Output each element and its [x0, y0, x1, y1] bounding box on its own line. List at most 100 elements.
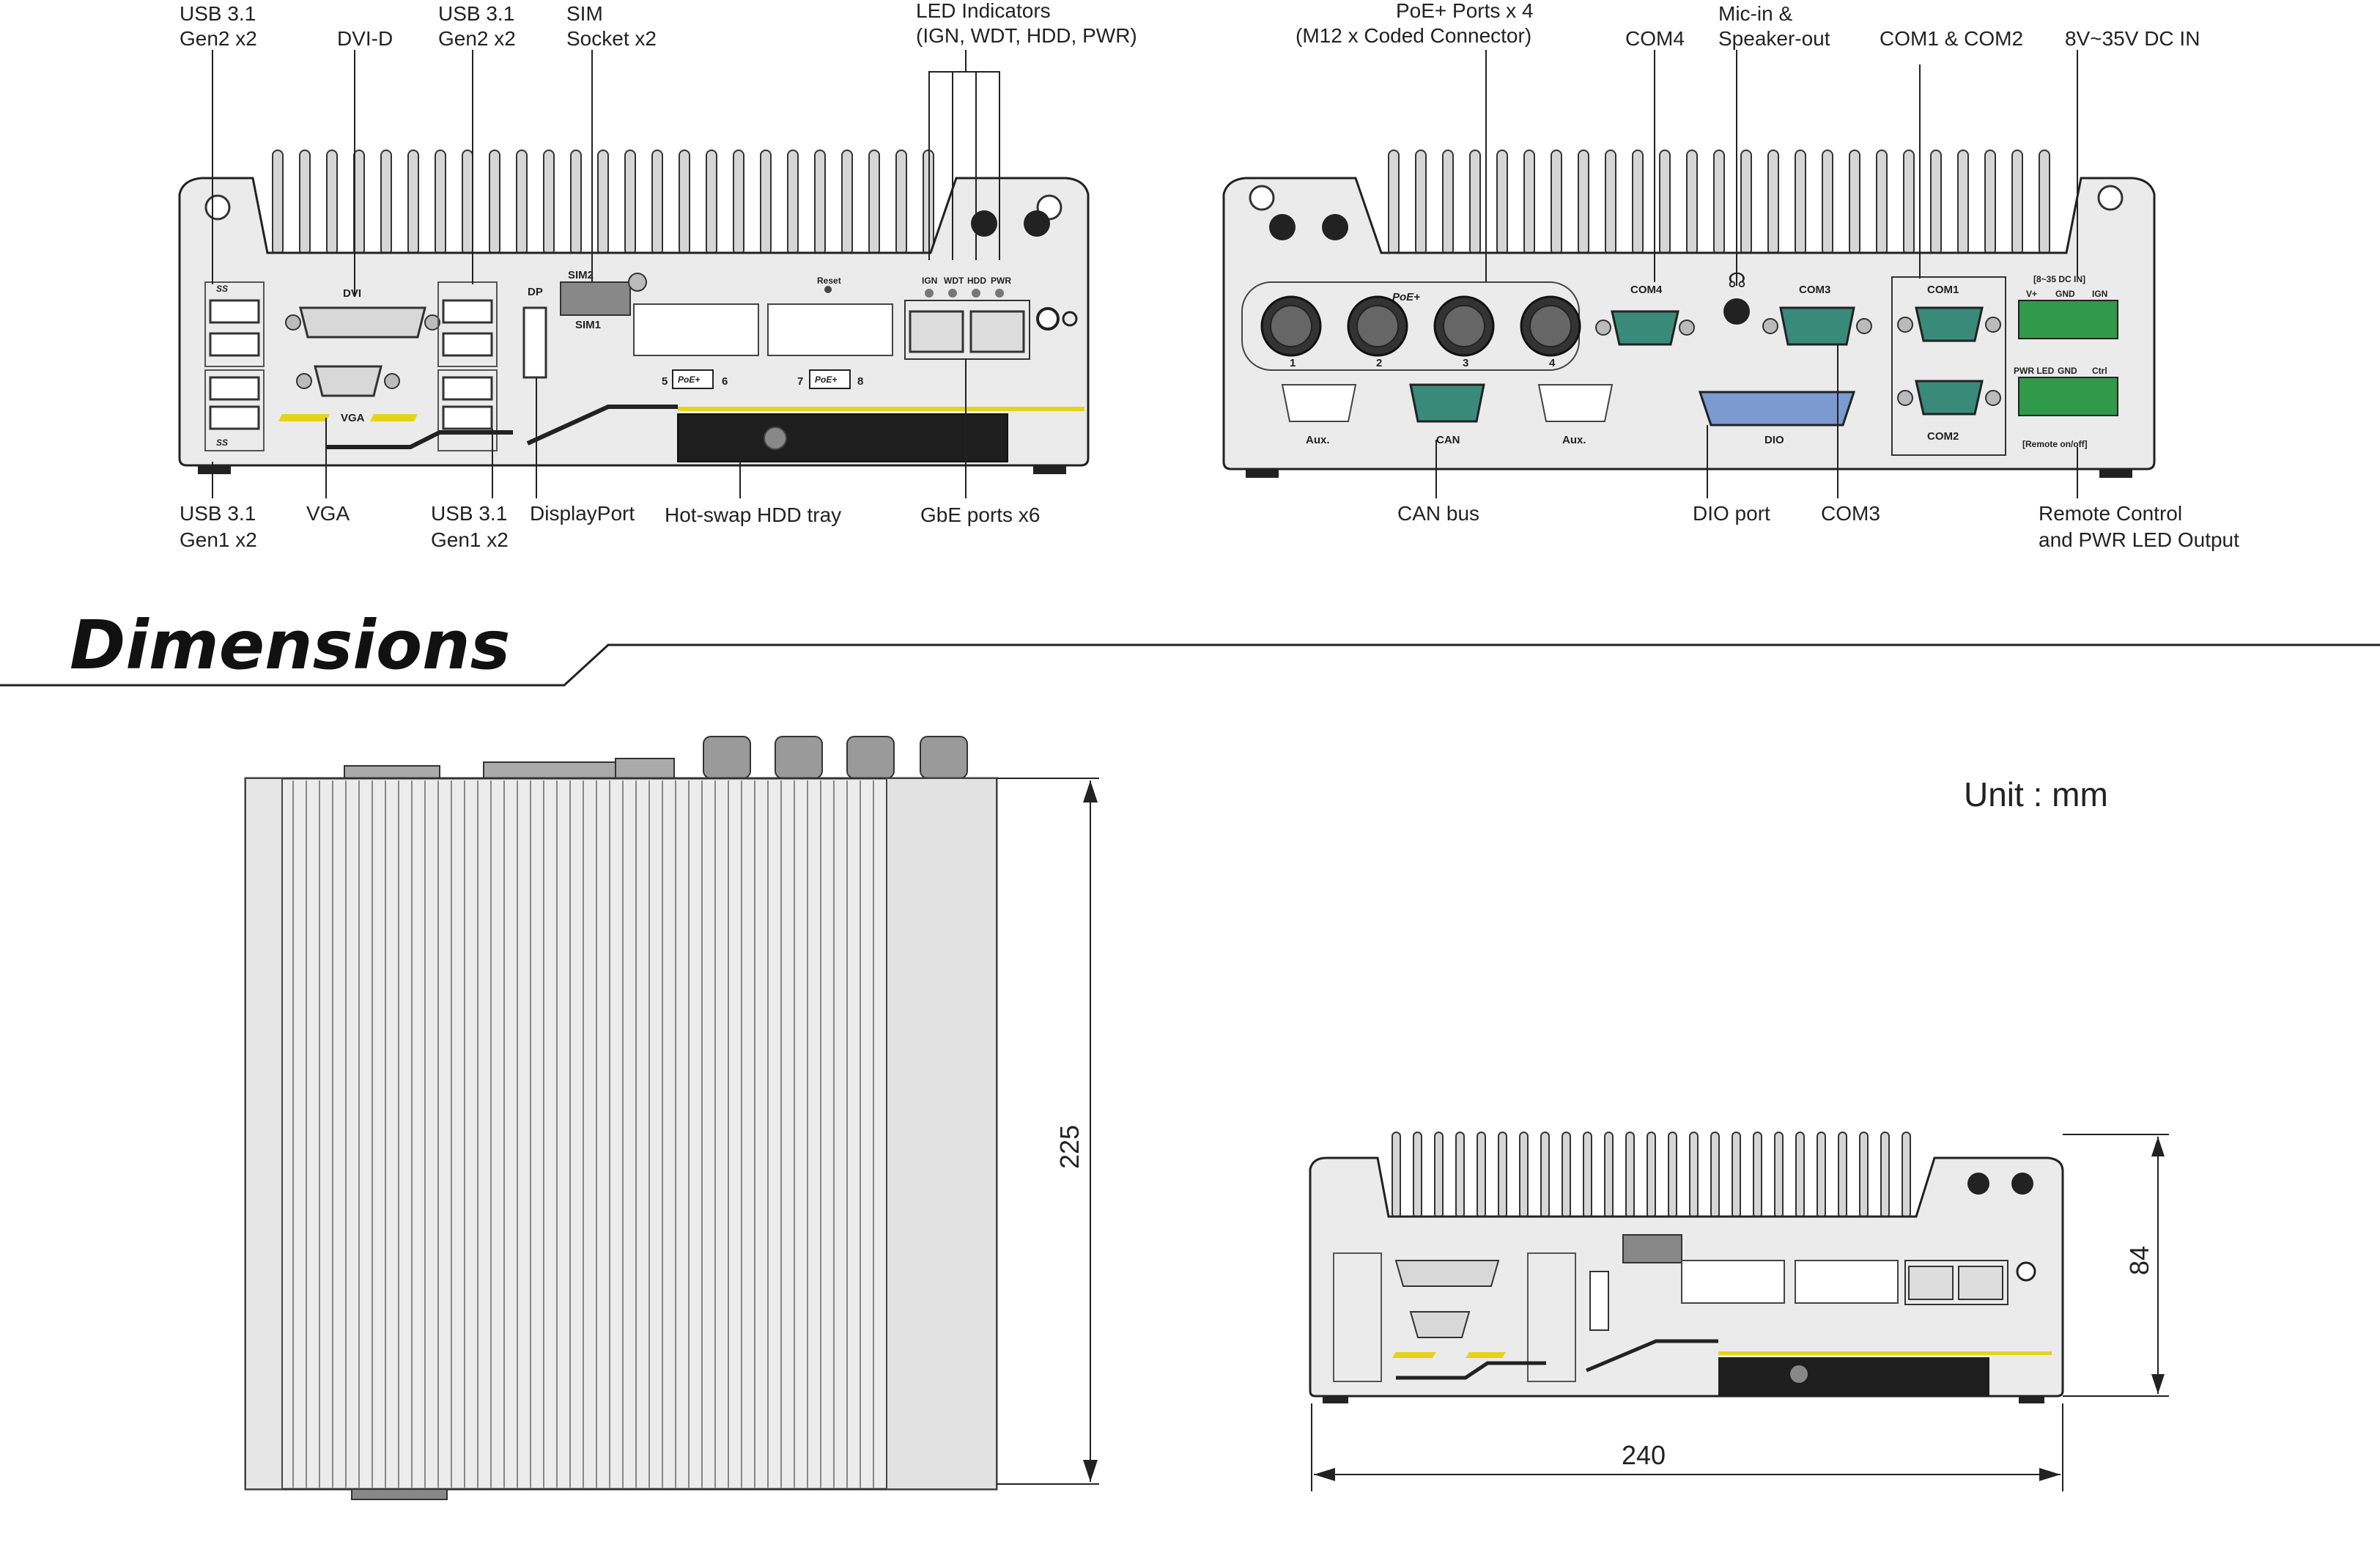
- led-hdd: [972, 289, 980, 298]
- gbe-port[interactable]: [969, 310, 1025, 353]
- dio-connector[interactable]: [1698, 391, 1856, 427]
- arrow-down-icon: [2151, 1374, 2165, 1394]
- dc-in-terminal[interactable]: [2018, 300, 2118, 339]
- label-usb-gen2-b-line2: Gen2 x2: [438, 27, 516, 50]
- reset-label: Reset: [817, 276, 841, 286]
- reset-button[interactable]: [824, 286, 832, 293]
- front-heatsink-fins: [272, 150, 934, 256]
- com1-connector[interactable]: [1915, 306, 1984, 342]
- com2-connector[interactable]: [1915, 380, 1984, 416]
- antenna-screw-4: [1322, 214, 1348, 240]
- heatsink-fin: [1562, 1132, 1571, 1219]
- yellow-stripe: [678, 407, 1084, 411]
- label-usb-gen1-b-line1: USB 3.1: [431, 502, 507, 525]
- displayport-connector[interactable]: [522, 306, 547, 379]
- hdd-tray[interactable]: [677, 413, 1008, 462]
- dp-panel-label: DP: [528, 286, 543, 298]
- usb-gen2-group-b: [437, 281, 498, 367]
- vga-panel-label: VGA: [341, 412, 365, 424]
- dc-in-header: [8~35 DC IN]: [2033, 274, 2085, 284]
- com3-connector[interactable]: [1779, 306, 1855, 346]
- heatsink-fin: [299, 150, 311, 256]
- poe-badge: PoE+: [815, 374, 837, 385]
- vga-connector[interactable]: [314, 365, 382, 397]
- top-view-bottom-port: [351, 1488, 448, 1500]
- label-poe-line2: (M12 x Coded Connector): [1296, 24, 1531, 47]
- screw: [1595, 320, 1611, 336]
- height-value: 84: [2124, 1246, 2154, 1275]
- usb-port[interactable]: [209, 405, 260, 430]
- screw: [1985, 390, 2001, 406]
- power-icon: [1062, 311, 1078, 327]
- com1-panel-label: COM1: [1927, 284, 1959, 296]
- remote-terminal[interactable]: [2018, 377, 2118, 416]
- usb-gen1-group-b: [437, 369, 498, 451]
- usb-port[interactable]: [209, 332, 260, 357]
- heatsink-fin: [679, 150, 690, 256]
- gbe-port[interactable]: [909, 310, 964, 353]
- m12-poe-port-inner: [1529, 305, 1572, 347]
- dimension-line: [1311, 1403, 2063, 1491]
- label-usb-gen2-b-line1: USB 3.1: [438, 2, 514, 25]
- usb-port[interactable]: [442, 299, 493, 324]
- heatsink-fin: [1903, 150, 1915, 256]
- front-panel: SS SS DVI VGA DP SIM2 SIM1: [178, 150, 1090, 474]
- antenna-hole-4: [2097, 185, 2124, 211]
- small-gbe-block: [1904, 1260, 2008, 1305]
- vga-screw-left: [296, 373, 312, 389]
- front-foot-left: [198, 465, 231, 474]
- heatsink-fin: [462, 150, 473, 256]
- heatsink-fin: [868, 150, 880, 256]
- screw: [1985, 317, 2001, 333]
- label-mic-line2: Speaker-out: [1718, 27, 1830, 50]
- heatsink-fin: [543, 150, 555, 256]
- sim-socket[interactable]: [560, 281, 631, 316]
- led-pwr: [995, 289, 1004, 298]
- small-sim: [1622, 1234, 1682, 1263]
- aux-blank-2: [1537, 384, 1614, 422]
- screw: [1856, 318, 1872, 334]
- heatsink-fin: [787, 150, 799, 256]
- heatsink-fin: [1625, 1132, 1635, 1219]
- screw: [628, 273, 647, 292]
- usb-port[interactable]: [442, 405, 493, 430]
- label-led-line2: (IGN, WDT, HDD, PWR): [916, 24, 1137, 47]
- rear-callout-labels: PoE+ Ports x 4 (M12 x Coded Connector) C…: [1296, 0, 2239, 551]
- m12-poe-port-inner: [1270, 305, 1312, 347]
- usb-port[interactable]: [209, 376, 260, 401]
- dimension-line: [997, 778, 1099, 1485]
- dvi-connector[interactable]: [299, 306, 426, 339]
- yellow-stripe: [278, 414, 330, 421]
- heatsink-fin: [1668, 1132, 1677, 1219]
- rear-panel: PoE+ 1 2 3 4 COM4 ☊ COM3 COM1 COM2 [8~35…: [1222, 150, 2156, 478]
- heatsink-fin: [1434, 1132, 1444, 1219]
- com4-connector[interactable]: [1611, 310, 1679, 346]
- heatsink-fin: [1442, 150, 1454, 256]
- width-dimension: 240: [1311, 1403, 2063, 1491]
- heatsink-fin: [435, 150, 446, 256]
- heatsink-fin: [1469, 150, 1481, 256]
- top-view-body: [244, 777, 998, 1491]
- heatsink-fin: [326, 150, 338, 256]
- aux-label-1: Aux.: [1306, 434, 1330, 446]
- small-gbe-port: [1958, 1266, 2003, 1300]
- audio-jack[interactable]: [1723, 298, 1750, 325]
- label-remote-line1: Remote Control: [2039, 502, 2182, 525]
- small-usb-group: [1333, 1252, 1382, 1382]
- small-hdd-tray: [1718, 1357, 1989, 1395]
- arrow-left-icon: [1314, 1468, 1335, 1481]
- connector-top: [615, 758, 675, 779]
- can-connector[interactable]: [1409, 383, 1485, 423]
- power-button[interactable]: [1036, 307, 1060, 331]
- small-dp: [1589, 1271, 1609, 1331]
- label-dio-port: DIO port: [1693, 502, 1770, 525]
- usb-port[interactable]: [209, 299, 260, 324]
- port-number-7: 7: [797, 375, 803, 388]
- usb-port[interactable]: [442, 332, 493, 357]
- small-foot-left: [1323, 1396, 1348, 1403]
- heatsink-fin: [1957, 150, 1969, 256]
- small-power-button: [2016, 1261, 2036, 1282]
- antenna-screw-3: [1269, 214, 1296, 240]
- usb-port[interactable]: [442, 376, 493, 401]
- rear-foot-right: [2099, 469, 2132, 478]
